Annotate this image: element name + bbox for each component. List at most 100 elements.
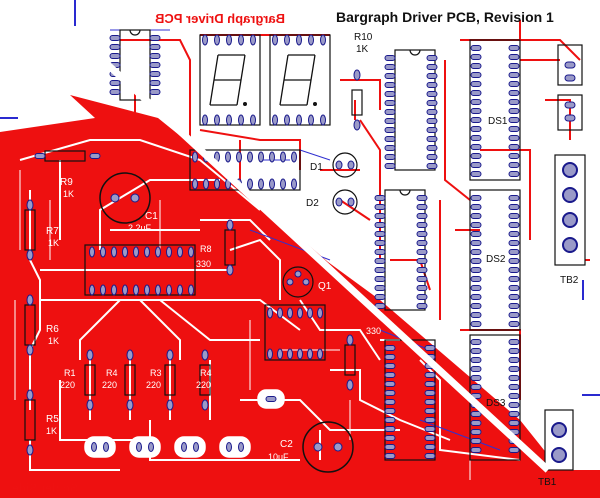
pad <box>416 240 428 246</box>
pad <box>384 100 396 106</box>
pad <box>296 34 302 46</box>
pad <box>508 222 520 228</box>
pad <box>470 312 482 318</box>
pad <box>424 345 436 351</box>
pad <box>226 219 234 231</box>
pad <box>508 204 520 210</box>
pad <box>470 222 482 228</box>
bottom-pads <box>84 389 285 458</box>
pad <box>226 34 232 46</box>
pad <box>280 178 286 190</box>
pad <box>308 34 314 46</box>
pad <box>470 231 482 237</box>
pad <box>347 197 355 207</box>
pad <box>508 117 520 123</box>
pad <box>136 442 142 452</box>
pad <box>508 213 520 219</box>
pad <box>238 114 244 126</box>
pad <box>269 151 275 163</box>
pad <box>384 408 396 414</box>
pad <box>564 61 576 69</box>
pad <box>214 114 220 126</box>
pad <box>192 151 198 163</box>
pad <box>384 399 396 405</box>
pad <box>384 426 396 432</box>
label-c1-ref: C1 <box>145 211 158 222</box>
pad <box>508 153 520 159</box>
pad <box>384 109 396 115</box>
label-c2-ref: C2 <box>280 439 293 450</box>
pad <box>384 55 396 61</box>
pad <box>384 136 396 142</box>
pad <box>26 249 34 261</box>
label-r330-value: 330 <box>366 326 381 336</box>
board-frame <box>0 0 600 396</box>
pad <box>384 73 396 79</box>
pad <box>508 447 520 453</box>
terminal-pad <box>562 187 578 203</box>
label-r4b-value: 220 <box>196 380 211 390</box>
pad <box>508 384 520 390</box>
pad <box>470 171 482 177</box>
pad <box>426 73 438 79</box>
pad <box>226 264 234 276</box>
pad <box>508 108 520 114</box>
pad <box>89 246 95 258</box>
ic-center-right <box>264 304 326 361</box>
capacitor-c1-outline <box>99 172 151 224</box>
pad <box>374 267 386 273</box>
pad <box>238 442 244 452</box>
pad <box>166 349 174 361</box>
ic-center-solder <box>84 244 196 296</box>
pad <box>166 399 174 411</box>
pad <box>374 276 386 282</box>
pad <box>374 195 386 201</box>
label-c2-value: 10uF <box>268 452 289 462</box>
pad <box>470 447 482 453</box>
pad <box>508 375 520 381</box>
pad <box>155 246 161 258</box>
pad <box>296 114 302 126</box>
pad <box>103 442 109 452</box>
pad <box>111 284 117 296</box>
pad <box>307 348 313 360</box>
pad <box>508 144 520 150</box>
pad <box>177 284 183 296</box>
pad <box>149 44 161 50</box>
pad <box>470 438 482 444</box>
pad <box>149 53 161 59</box>
pad <box>247 151 253 163</box>
bargraph-ds1 <box>469 39 521 181</box>
pad <box>34 153 46 159</box>
label-tb1: TB1 <box>538 477 557 488</box>
label-r3-value: 220 <box>146 380 161 390</box>
pad <box>287 348 293 360</box>
pad <box>192 178 198 190</box>
pad <box>508 231 520 237</box>
pad <box>384 82 396 88</box>
pad <box>470 213 482 219</box>
pad <box>89 153 101 159</box>
pad <box>508 294 520 300</box>
pad <box>384 91 396 97</box>
pad <box>269 178 275 190</box>
pad <box>470 321 482 327</box>
pad <box>424 399 436 405</box>
pad <box>193 442 199 452</box>
pad <box>226 114 232 126</box>
terminal-pad <box>562 212 578 228</box>
pad <box>470 384 482 390</box>
pad <box>424 444 436 450</box>
pad <box>250 34 256 46</box>
pad <box>313 442 323 452</box>
pad <box>148 442 154 452</box>
pad <box>416 195 428 201</box>
pad <box>508 54 520 60</box>
pad <box>470 81 482 87</box>
pad <box>374 222 386 228</box>
pad <box>470 258 482 264</box>
pad <box>333 442 343 452</box>
terminal-pad <box>562 162 578 178</box>
label-q1-ref: Q1 <box>318 281 332 292</box>
